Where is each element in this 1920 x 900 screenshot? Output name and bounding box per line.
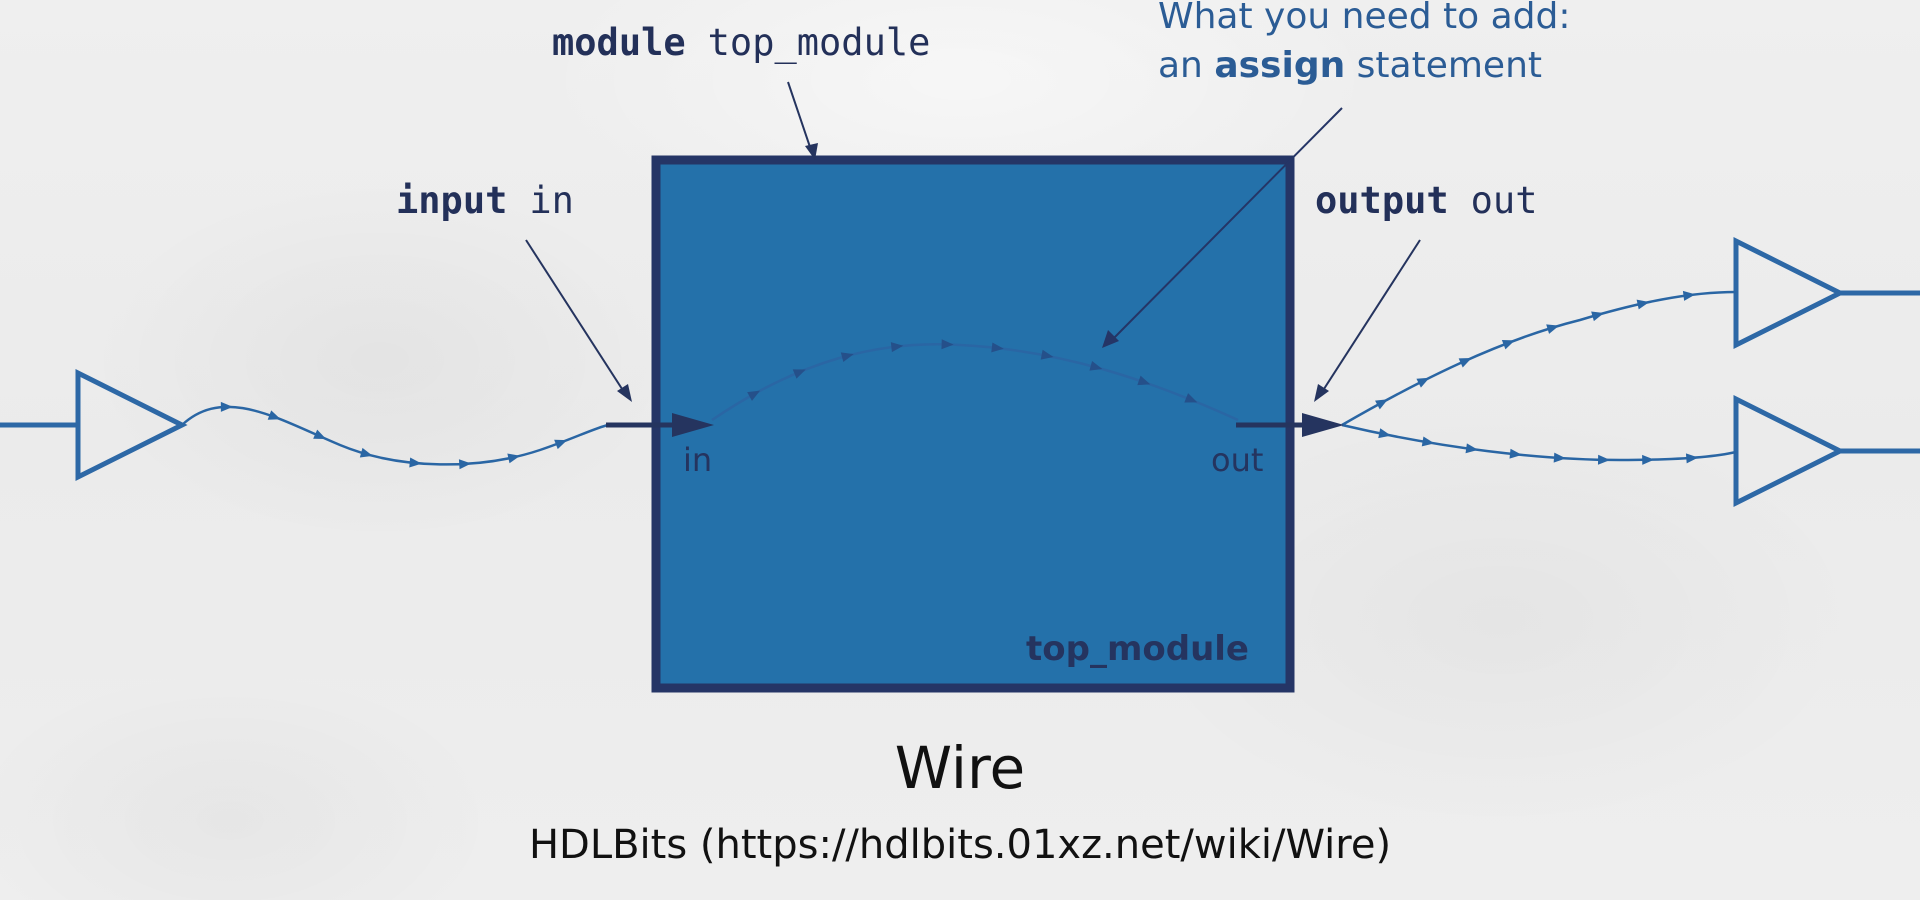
box-name-label: top_module <box>1026 629 1249 669</box>
wire-direction-marker <box>747 390 761 401</box>
output-wire-bottom <box>1341 423 1737 462</box>
port-out-label: out <box>1211 441 1263 479</box>
wire-direction-marker <box>1682 290 1696 301</box>
page-subtitle: HDLBits (https://hdlbits.01xz.net/wiki/W… <box>528 822 1392 868</box>
assign-note-line2: an assign statement <box>1158 45 1542 86</box>
wire-direction-marker <box>409 457 422 468</box>
wire-direction-marker <box>1137 375 1151 386</box>
wire-direction-marker <box>1375 399 1388 410</box>
wire-direction-marker <box>1636 299 1650 310</box>
wire-direction-marker <box>267 410 281 420</box>
input-buffer <box>0 368 188 482</box>
page-title: Wire <box>894 734 1026 802</box>
output-buffer-top <box>1733 236 1920 350</box>
wire-direction-marker <box>1509 448 1522 459</box>
wire-direction-marker <box>1501 340 1515 350</box>
assign-note-line1: What you need to add: <box>1158 0 1571 37</box>
wire-direction-marker <box>1184 393 1198 403</box>
module-box <box>651 155 1295 693</box>
wire-direction-marker <box>458 459 472 470</box>
wire-direction-marker <box>991 342 1004 353</box>
wire-direction-marker <box>1685 453 1699 464</box>
input-wire <box>181 405 609 466</box>
wire-direction-marker <box>220 401 233 412</box>
wire-direction-markers <box>220 290 1699 470</box>
wire-direction-marker <box>941 339 954 350</box>
wire-direction-marker <box>792 369 806 379</box>
wire-direction-marker <box>1546 324 1560 334</box>
wire-direction-marker <box>890 342 904 353</box>
wire-direction-marker <box>1089 361 1103 371</box>
output-pointer-arrow <box>1314 239 1421 402</box>
output-wire-top <box>1341 290 1737 427</box>
wire-direction-marker <box>554 439 568 450</box>
module-pointer-arrow <box>787 81 818 160</box>
input-port-arrow <box>606 413 714 437</box>
wire-direction-marker <box>1378 428 1392 439</box>
wire-direction-marker <box>1421 436 1435 447</box>
wire-direction-marker <box>1416 377 1430 388</box>
wire-direction-marker <box>1040 349 1054 360</box>
assign-note-pointer-arrow <box>1102 107 1343 348</box>
wire-direction-marker <box>1591 311 1605 322</box>
wire-direction-marker <box>1642 454 1655 465</box>
wire-direction-marker <box>1597 454 1611 465</box>
input-pointer-arrow <box>525 239 632 402</box>
wire-direction-marker <box>1553 452 1566 463</box>
wire-direction-marker <box>359 447 373 458</box>
wire-direction-marker <box>507 453 521 464</box>
wire-direction-marker <box>313 429 327 440</box>
wire-direction-marker <box>840 352 854 363</box>
wire-direction-marker <box>1458 357 1472 368</box>
output-port-arrow <box>1236 413 1344 437</box>
wire-direction-marker <box>1465 443 1479 454</box>
port-in-label: in <box>683 441 712 479</box>
output-buffer-bottom <box>1733 394 1920 508</box>
